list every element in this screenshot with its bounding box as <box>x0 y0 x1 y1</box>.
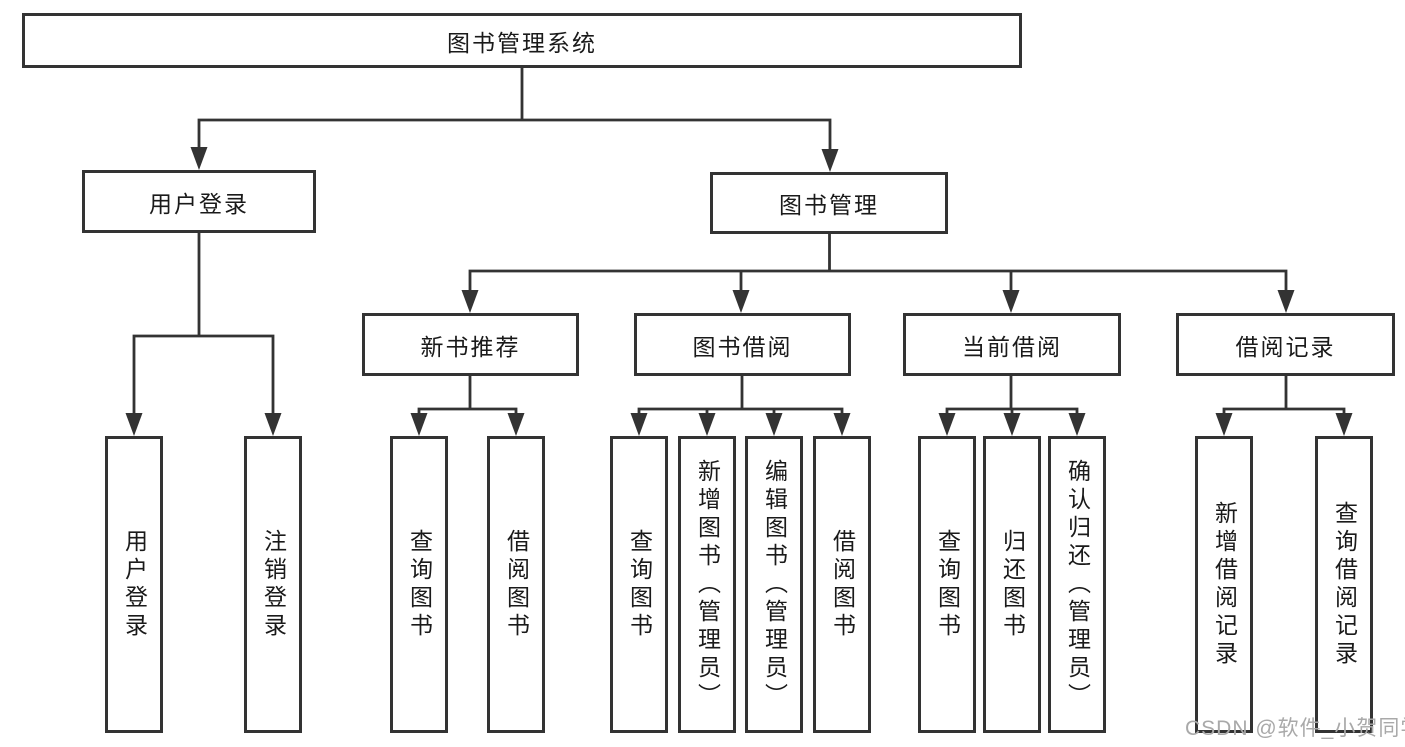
leaf-add-borrow-record: 新增借阅记录 <box>1195 436 1253 733</box>
leaf-edit-book-admin: 编辑图书（管理员） <box>745 436 803 733</box>
leaf-query-books-current: 查询图书 <box>918 436 976 733</box>
leaf-return-book: 归还图书 <box>983 436 1041 733</box>
node-borrow-records: 借阅记录 <box>1176 313 1395 376</box>
leaf-borrow-books-recommend: 借阅图书 <box>487 436 545 733</box>
leaf-query-books-recommend: 查询图书 <box>390 436 448 733</box>
node-current-borrow: 当前借阅 <box>903 313 1121 376</box>
node-book-management: 图书管理 <box>710 172 948 234</box>
arrowheads <box>125 147 1353 436</box>
leaf-confirm-return-admin: 确认归还（管理员） <box>1048 436 1106 733</box>
leaf-add-book-admin: 新增图书（管理员） <box>678 436 736 733</box>
node-new-book-recommend: 新书推荐 <box>362 313 579 376</box>
node-user-login: 用户登录 <box>82 170 316 233</box>
leaf-query-borrow-record: 查询借阅记录 <box>1315 436 1373 733</box>
node-root: 图书管理系统 <box>22 13 1022 68</box>
leaf-logout-login: 注销登录 <box>244 436 302 733</box>
leaf-borrow-books: 借阅图书 <box>813 436 871 733</box>
leaf-query-books-borrow: 查询图书 <box>610 436 668 733</box>
node-book-borrow: 图书借阅 <box>634 313 851 376</box>
leaf-user-login: 用户登录 <box>105 436 163 733</box>
csdn-watermark: CSDN @软件_小贺同学 <box>1185 717 1405 740</box>
